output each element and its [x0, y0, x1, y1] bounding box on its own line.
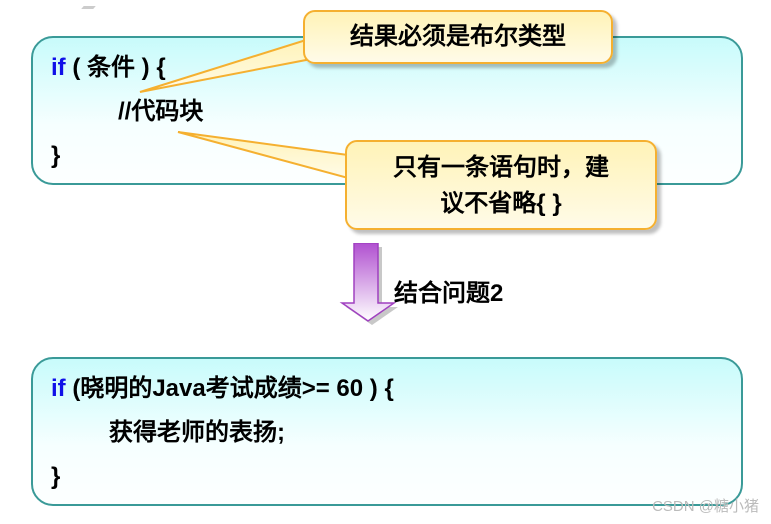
callout-braces-note: 只有一条语句时，建 议不省略{ }	[345, 140, 657, 230]
condition-text: ( 条件 ) {	[65, 54, 166, 81]
callout-pointer-braces	[177, 131, 349, 180]
callout-text: 结果必须是布尔类型	[350, 23, 566, 50]
code-line-block: //代码块	[118, 98, 204, 125]
callout-text-line1: 只有一条语句时，建	[393, 154, 609, 181]
callout-pointer-boolean	[139, 38, 307, 93]
condition-text: (晓明的Java考试成绩>= 60 ) {	[65, 375, 394, 402]
if-example-box: if (晓明的Java考试成绩>= 60 ) { 获得老师的表扬; }	[31, 357, 743, 506]
code-line-body: 获得老师的表扬;	[109, 419, 285, 446]
code-line-close: }	[51, 463, 61, 490]
code-line-if: if ( 条件 ) {	[51, 54, 166, 82]
code-line-if: if (晓明的Java考试成绩>= 60 ) {	[51, 375, 394, 403]
transition-label: 结合问题2	[394, 280, 504, 307]
callout-boolean-note: 结果必须是布尔类型	[303, 10, 613, 64]
code-line-close: }	[51, 142, 61, 169]
if-keyword: if	[51, 375, 66, 402]
if-keyword: if	[51, 54, 66, 81]
watermark: CSDN @糖小猪	[652, 498, 759, 515]
callout-text-line2: 议不省略{ }	[440, 190, 562, 217]
down-arrow-icon	[339, 243, 398, 325]
